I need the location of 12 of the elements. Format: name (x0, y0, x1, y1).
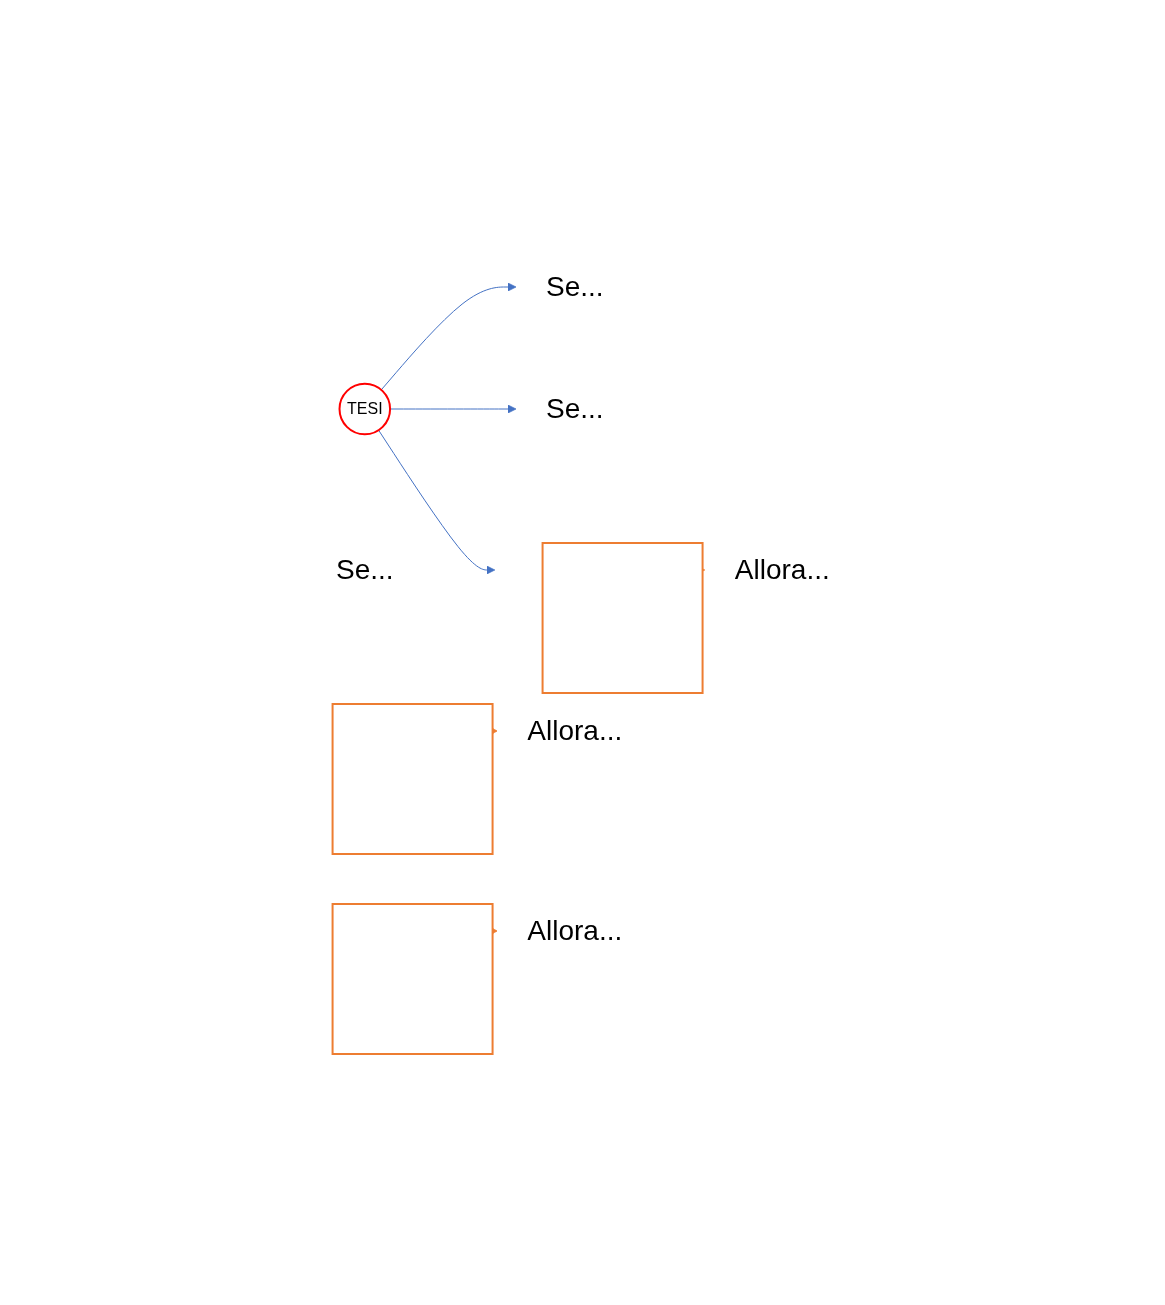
arrow (377, 429, 495, 575)
node-text: Se... (335, 554, 394, 585)
node-circle: TESI (338, 382, 391, 436)
node-box (331, 703, 494, 855)
node-text: Allora... (526, 915, 622, 946)
arrow (380, 282, 516, 391)
node-box (331, 903, 494, 1055)
node-text: Allora... (526, 715, 622, 746)
arrow (389, 404, 516, 414)
node-text: Allora... (734, 554, 830, 585)
node-text: Se... (545, 393, 604, 424)
node-text: Se... (545, 271, 604, 302)
